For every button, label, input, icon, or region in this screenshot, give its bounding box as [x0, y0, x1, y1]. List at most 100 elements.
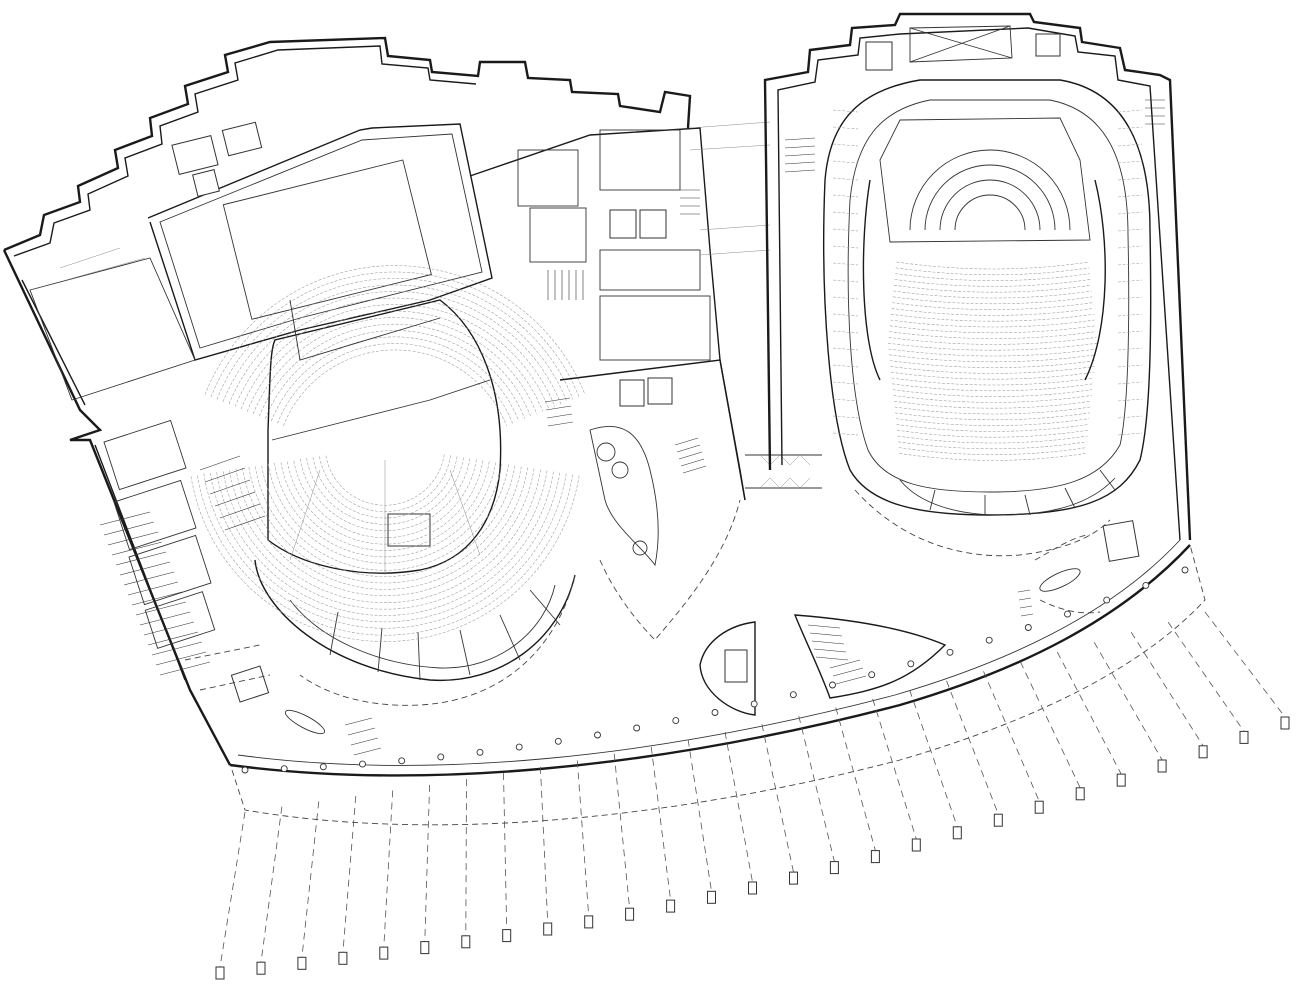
right-stepped-facade — [763, 12, 1192, 541]
cable-anchor — [1116, 773, 1126, 787]
side-seat-row — [1117, 160, 1143, 164]
side-seat-row — [1117, 109, 1143, 113]
left-inner-facade — [13, 45, 477, 257]
seat-row — [889, 325, 1096, 334]
side-seat-row — [832, 347, 859, 351]
seat-row — [896, 424, 1089, 432]
seat-row — [889, 331, 1096, 339]
right-hall-inner — [847, 99, 1130, 493]
canopy-cable — [1093, 642, 1163, 761]
seat-row — [209, 472, 561, 623]
stage-platform — [222, 159, 432, 320]
seat-row — [892, 296, 1093, 305]
facade-column — [711, 709, 719, 716]
cable-anchor — [1280, 716, 1290, 730]
canopy-cable — [724, 731, 753, 883]
side-seat-row — [1117, 143, 1143, 147]
side-seat-row — [1117, 398, 1143, 402]
canopy-cable — [301, 801, 320, 958]
lift-box — [724, 649, 748, 683]
left-back-of-house — [103, 419, 382, 756]
cable-anchor — [215, 966, 225, 980]
left-stepped-facade — [3, 36, 692, 252]
seat-row — [890, 313, 1095, 322]
seat-row — [222, 284, 568, 403]
cable-anchor — [1239, 730, 1249, 744]
side-seat-row — [832, 330, 859, 334]
facade-column — [829, 681, 836, 689]
cable-anchor — [993, 813, 1003, 827]
seat-row — [229, 469, 541, 603]
right-auditorium — [823, 79, 1152, 516]
left-lobby-bench — [284, 709, 326, 735]
facade-column — [789, 691, 797, 699]
seat-row — [894, 406, 1091, 415]
canopy-cable — [909, 689, 958, 827]
seat-row — [892, 383, 1093, 392]
canopy-cable — [503, 773, 508, 930]
cable-anchor — [1198, 745, 1208, 759]
left-west-wall — [2, 249, 232, 766]
right-curve-left — [862, 179, 881, 381]
side-seat-row — [1117, 415, 1143, 419]
side-seat-row — [832, 262, 859, 266]
side-seat-row — [832, 109, 859, 113]
seat-row — [283, 349, 507, 426]
side-seat-row — [832, 126, 859, 130]
seat-row — [246, 310, 544, 412]
facade-column — [1181, 566, 1189, 574]
seat-row — [889, 360, 1096, 368]
left-west-inner-wall — [21, 279, 186, 681]
canopy-cable — [260, 806, 283, 963]
seat-row — [277, 343, 513, 424]
facade-column — [280, 765, 288, 773]
canopy-cable — [1130, 631, 1204, 747]
facade-column — [946, 648, 954, 656]
facade-column — [515, 743, 523, 751]
facade-column — [633, 724, 641, 732]
cable-anchor — [420, 941, 430, 955]
side-seat-row — [832, 313, 859, 317]
cable-anchor — [1034, 800, 1044, 814]
side-seat-row — [1117, 347, 1143, 351]
cable-anchor — [952, 826, 962, 840]
right-auditorium-seating — [832, 109, 1143, 461]
cable-anchor — [789, 871, 798, 885]
seat-row — [889, 354, 1096, 363]
seat-row — [896, 261, 1089, 270]
main-lobby — [184, 489, 1191, 777]
seat-row — [892, 302, 1093, 310]
cable-anchor — [748, 881, 757, 895]
seat-row — [898, 441, 1087, 450]
canopy-cable — [1056, 651, 1122, 775]
left-stage-wing — [29, 257, 196, 401]
side-seat-row — [832, 432, 859, 436]
canopy-cable — [1167, 621, 1245, 732]
seat-row — [190, 475, 580, 642]
aisle-line — [289, 469, 321, 561]
seat-row — [888, 348, 1097, 357]
left-auditorium-outer-ring — [254, 559, 576, 682]
side-seat-row — [1117, 228, 1143, 232]
side-seat-row — [832, 381, 859, 385]
seat-row — [240, 304, 550, 410]
canopy-cable — [761, 724, 794, 873]
side-seat-row — [1117, 296, 1143, 300]
seat-row — [897, 435, 1088, 444]
side-seat-row — [832, 279, 859, 283]
aisle-line — [449, 469, 481, 556]
canopy-cable — [798, 715, 835, 862]
canopy-cable — [576, 760, 590, 916]
canopy-cable — [872, 698, 917, 840]
seat-row — [228, 291, 562, 405]
right-lobby-elements — [1017, 520, 1140, 617]
facade-column — [672, 717, 680, 725]
side-seat-row — [832, 143, 859, 147]
seat-row — [891, 308, 1094, 316]
right-hall-outer — [823, 79, 1152, 516]
seat-row — [899, 453, 1086, 461]
left-building — [2, 36, 746, 766]
canopy-cable — [540, 766, 549, 924]
canopy-cables — [215, 611, 1290, 980]
lift-core-shell — [699, 621, 756, 716]
